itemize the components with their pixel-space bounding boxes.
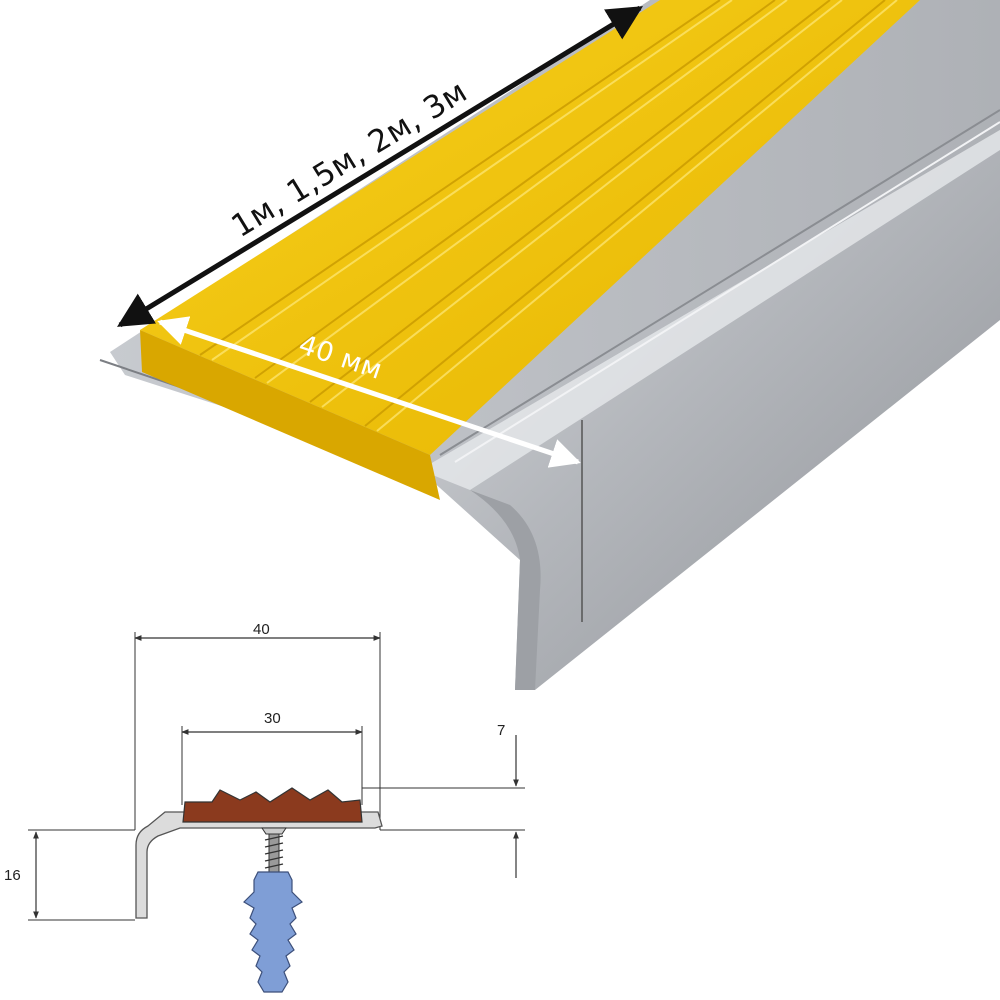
dowel: [243, 871, 303, 993]
insert-width-value: 30: [264, 710, 281, 727]
profile-height-value: 16: [4, 867, 21, 884]
insert-section: [182, 787, 363, 823]
profile-front-leg: [420, 130, 1000, 690]
cross-section-drawing: 40 30 7 16: [4, 621, 525, 993]
width-arrow: [157, 316, 581, 468]
screw: [261, 827, 287, 873]
insert-height-value: 7: [497, 722, 505, 739]
length-arrow: [117, 5, 643, 328]
overall-width-value: 40: [253, 621, 270, 638]
